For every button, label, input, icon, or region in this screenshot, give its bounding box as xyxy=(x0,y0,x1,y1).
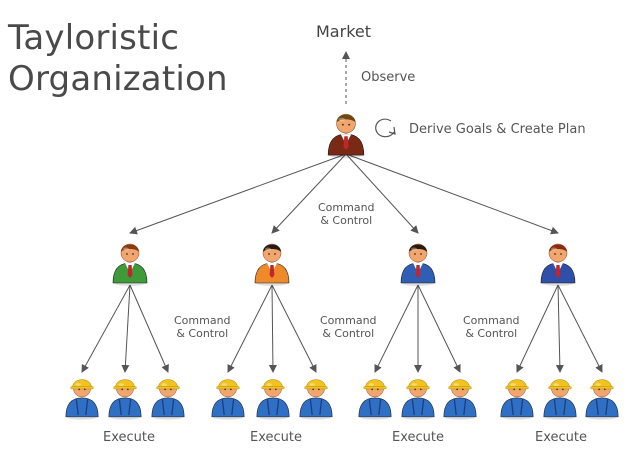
command-arrow-worker-4-3 xyxy=(557,284,603,373)
command-arrow-worker-2-1 xyxy=(227,284,273,373)
construction-worker-icon-2-3 xyxy=(299,379,333,420)
construction-worker-icon-3-3 xyxy=(443,379,477,420)
construction-worker-icon-2-2 xyxy=(256,379,290,420)
command-control-label-1: Command & Control xyxy=(174,314,231,340)
derive-goals-label: Derive Goals & Create Plan xyxy=(409,122,586,137)
construction-worker-icon-1-3 xyxy=(151,379,185,420)
market-label: Market xyxy=(316,22,371,41)
control-text: & Control xyxy=(176,327,229,340)
command-text: Command xyxy=(463,314,520,327)
construction-worker-icon-3-1 xyxy=(358,379,392,420)
construction-worker-icon-4-1 xyxy=(500,379,534,420)
command-text: Command xyxy=(318,201,375,214)
control-text: & Control xyxy=(322,327,375,340)
manager-icon-4 xyxy=(540,243,576,286)
construction-worker-icon-1-1 xyxy=(65,379,99,420)
command-arrow-manager-3 xyxy=(345,153,419,234)
command-text: Command xyxy=(320,314,377,327)
execute-label-3: Execute xyxy=(392,430,444,445)
construction-worker-icon-2-1 xyxy=(211,379,245,420)
title-line-1: Tayloristic xyxy=(8,18,180,58)
command-arrow-worker-1-2 xyxy=(121,284,131,373)
command-arrow-manager-2 xyxy=(271,153,347,234)
cycle-arrow-icon xyxy=(375,118,396,138)
manager-icon-2 xyxy=(254,243,290,286)
command-arrow-worker-3-1 xyxy=(374,284,419,373)
manager-icon-1 xyxy=(112,243,148,286)
boss-businessman-icon xyxy=(327,113,365,159)
execute-label-1: Execute xyxy=(103,430,155,445)
command-arrow-worker-3-3 xyxy=(417,284,461,373)
construction-worker-icon-4-3 xyxy=(585,379,619,420)
construction-worker-icon-3-2 xyxy=(401,379,435,420)
construction-worker-icon-4-2 xyxy=(543,379,577,420)
command-arrow-worker-1-1 xyxy=(81,284,131,373)
diagram-title: Tayloristic Organization xyxy=(8,18,228,100)
construction-worker-icon-1-2 xyxy=(108,379,142,420)
control-text: & Control xyxy=(320,214,373,227)
command-arrow-worker-1-3 xyxy=(129,284,169,373)
control-text: & Control xyxy=(465,327,518,340)
command-arrow-manager-4 xyxy=(345,153,559,235)
command-text: Command xyxy=(174,314,231,327)
command-arrow-worker-4-1 xyxy=(516,284,559,373)
command-control-label-3: Command & Control xyxy=(463,314,520,340)
execute-label-2: Execute xyxy=(250,430,302,445)
command-arrow-worker-2-2 xyxy=(268,284,277,373)
command-arrow-worker-4-2 xyxy=(555,284,564,373)
title-line-2: Organization xyxy=(8,59,228,99)
command-arrow-worker-2-3 xyxy=(271,284,317,373)
observe-label: Observe xyxy=(361,70,416,85)
command-control-label-top: Command & Control xyxy=(318,201,375,227)
command-arrow-manager-1 xyxy=(129,153,347,235)
manager-icon-3 xyxy=(400,243,436,286)
execute-label-4: Execute xyxy=(535,430,587,445)
command-control-label-2: Command & Control xyxy=(320,314,377,340)
